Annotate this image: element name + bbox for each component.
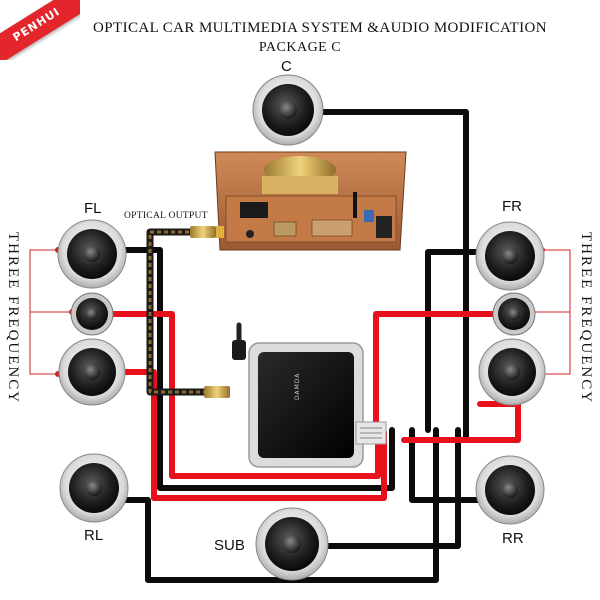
optical-plug-bottom [204, 386, 230, 398]
speaker-rl [59, 453, 129, 523]
speaker-fl-tweeter [70, 292, 114, 336]
wire-fr-mid [401, 401, 521, 443]
label-three-frequency-right: THREE FREQUENCY [578, 232, 594, 405]
wire-fr-tweeter [373, 311, 497, 435]
wire-sub [323, 427, 461, 549]
label-fl: FL [84, 200, 102, 217]
label-center: C [281, 58, 292, 75]
head-unit [214, 151, 407, 251]
dsp-amplifier [232, 322, 387, 468]
label-three-frequency-left: THREE FREQUENCY [5, 232, 21, 405]
speaker-fr-woofer [475, 221, 545, 291]
speaker-fl-woofer [57, 219, 127, 289]
optical-plug-top [190, 226, 216, 238]
speaker-center [252, 74, 324, 146]
label-fr: FR [502, 198, 522, 215]
label-rl: RL [84, 527, 104, 544]
speaker-fr-tweeter [492, 292, 536, 336]
diagram-subtitle: PACKAGE C [258, 40, 342, 55]
label-sub: SUB [214, 537, 245, 554]
speaker-fl-mid [58, 338, 126, 406]
wire-fl-mid [123, 369, 387, 501]
speaker-fr-mid [478, 338, 546, 406]
speaker-sub [255, 507, 329, 581]
label-optical-output: OPTICAL OUTPUT [124, 211, 208, 221]
optical-cable [146, 226, 230, 398]
wire-fr-woofer [425, 249, 481, 433]
diagram-title: OPTICAL CAR MULTIMEDIA SYSTEM &AUDIO MOD… [93, 20, 547, 36]
label-rr: RR [502, 530, 524, 547]
wire-center [317, 109, 469, 443]
dsp-brand-text: DAMDA [294, 372, 301, 400]
head-unit-optical-port [216, 226, 224, 238]
wire-rl [123, 427, 439, 583]
speaker-rr [475, 455, 545, 525]
